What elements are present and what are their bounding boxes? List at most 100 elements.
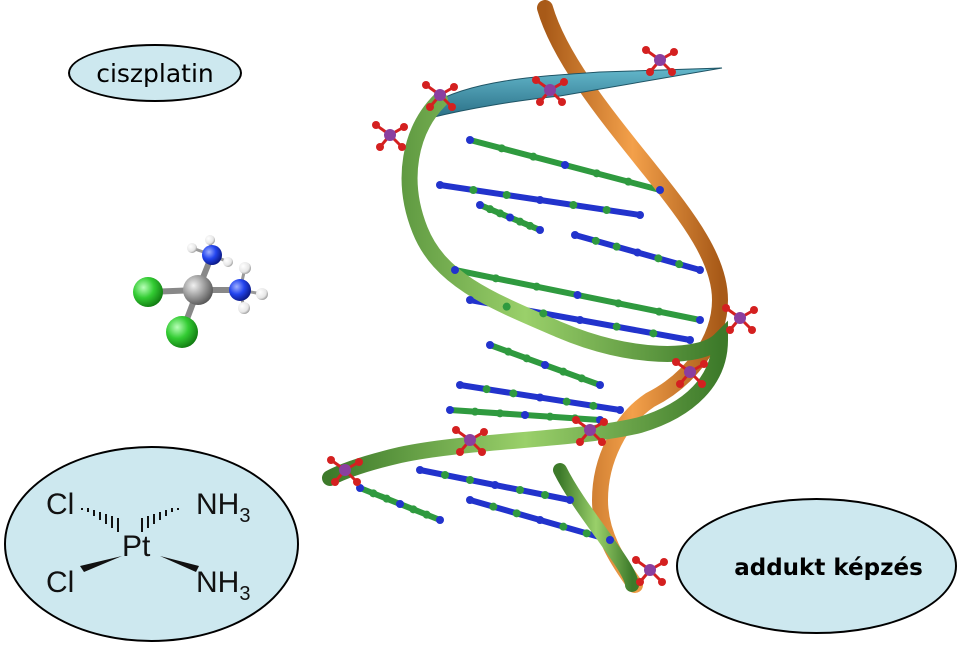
dna-oxygen-atom bbox=[422, 81, 430, 89]
dna-strand-teal bbox=[429, 67, 723, 119]
dna-atom bbox=[539, 309, 548, 318]
dna-oxygen-atom bbox=[560, 78, 568, 86]
dna-oxygen-atom bbox=[353, 478, 361, 486]
dna-oxygen-atom bbox=[576, 438, 584, 446]
dna-phosphorus-atom bbox=[339, 464, 351, 476]
dna-oxygen-atom bbox=[452, 426, 460, 434]
dna-atom bbox=[696, 266, 704, 274]
dna-oxygen-atom bbox=[750, 306, 758, 314]
dna-phosphorus-atom bbox=[384, 129, 396, 141]
dna-atom bbox=[466, 136, 474, 144]
dna-phosphorus-atom bbox=[734, 312, 746, 324]
dna-oxygen-atom bbox=[722, 304, 730, 312]
dna-atom bbox=[654, 254, 663, 263]
dna-atom bbox=[602, 206, 611, 214]
dna-strand-green-back bbox=[553, 463, 639, 592]
dna-atom bbox=[532, 282, 541, 291]
dna-atom bbox=[566, 496, 574, 504]
caption-oval: addukt képzés bbox=[676, 498, 957, 634]
dna-oxygen-atom bbox=[450, 83, 458, 91]
dna-atoms bbox=[327, 46, 758, 586]
dna-atom bbox=[486, 341, 494, 349]
dna-atom bbox=[536, 516, 544, 524]
dna-atom bbox=[482, 385, 491, 394]
dna-atom bbox=[396, 500, 404, 508]
dna-atom bbox=[496, 409, 504, 418]
dna-atom bbox=[624, 177, 633, 186]
dna-atom bbox=[486, 205, 494, 214]
dna-atom bbox=[612, 242, 621, 251]
dna-phosphorus-atom bbox=[654, 54, 666, 66]
dna-atom bbox=[649, 329, 658, 338]
dna-oxygen-atom bbox=[426, 103, 434, 111]
dna-phosphorus-atom bbox=[684, 366, 696, 378]
dna-atom bbox=[541, 491, 549, 499]
dna-oxygen-atom bbox=[536, 98, 544, 106]
dna-atom bbox=[696, 316, 704, 324]
dna-atom bbox=[466, 496, 474, 504]
dna-atom bbox=[614, 299, 623, 308]
dna-oxygen-atom bbox=[726, 326, 734, 334]
dna-atom bbox=[559, 367, 568, 376]
dna-atom bbox=[466, 296, 474, 304]
dna-oxygen-atom bbox=[646, 68, 654, 76]
dna-atom bbox=[633, 248, 642, 257]
dna-oxygen-atom bbox=[676, 380, 684, 388]
dna-atom bbox=[616, 406, 624, 414]
dna-atom bbox=[522, 354, 531, 363]
dna-atom bbox=[502, 191, 511, 199]
dna-atom bbox=[436, 181, 444, 189]
title-label: ciszplatin bbox=[96, 58, 214, 88]
dna-atom bbox=[526, 221, 534, 230]
dna-atom bbox=[571, 231, 579, 239]
dna-oxygen-atom bbox=[636, 578, 644, 586]
dna-atom bbox=[582, 529, 591, 538]
dna-oxygen-atom bbox=[478, 448, 486, 456]
dna-atom bbox=[356, 484, 364, 492]
dna-atom bbox=[576, 316, 584, 324]
dna-oxygen-atom bbox=[532, 76, 540, 84]
dna-atom bbox=[476, 201, 484, 209]
dna-atom bbox=[496, 209, 504, 218]
dna-oxygen-atom bbox=[670, 48, 678, 56]
dna-atom bbox=[592, 169, 601, 178]
dna-oxygen-atom bbox=[448, 103, 456, 111]
dna-atom bbox=[612, 322, 621, 331]
dna-atom bbox=[573, 291, 582, 299]
dna-oxygen-atom bbox=[355, 458, 363, 466]
dna-atom bbox=[491, 481, 499, 489]
dna-phosphorus-atom bbox=[434, 89, 446, 101]
dna-oxygen-atom bbox=[376, 143, 384, 151]
dna-atom bbox=[559, 522, 568, 531]
dna-atom bbox=[596, 381, 604, 389]
dna-atom bbox=[516, 217, 524, 226]
dna-atom bbox=[409, 505, 418, 514]
dna-atom bbox=[686, 336, 694, 344]
dna-strand-green bbox=[322, 92, 729, 486]
dna-oxygen-atom bbox=[572, 416, 580, 424]
dna-oxygen-atom bbox=[398, 143, 406, 151]
dna-oxygen-atom bbox=[672, 358, 680, 366]
dna-oxygen-atom bbox=[400, 123, 408, 131]
dna-atom bbox=[436, 516, 444, 524]
dna-atom bbox=[471, 407, 479, 416]
dna-atom bbox=[541, 361, 549, 369]
dna-atom bbox=[446, 406, 454, 414]
dna-atom bbox=[516, 486, 524, 494]
dna-strand-orange bbox=[537, 0, 729, 593]
dna-oxygen-atom bbox=[668, 68, 676, 76]
dna-atom bbox=[675, 260, 684, 269]
dna-oxygen-atom bbox=[456, 448, 464, 456]
dna-atom bbox=[441, 471, 449, 479]
dna-oxygen-atom bbox=[748, 326, 756, 334]
dna-atom bbox=[606, 536, 614, 544]
dna-oxygen-atom bbox=[700, 360, 708, 368]
dna-atom bbox=[561, 161, 569, 169]
dna-oxygen-atom bbox=[600, 418, 608, 426]
dna-atom bbox=[497, 144, 506, 153]
dna-atom bbox=[546, 412, 554, 421]
dna-atom bbox=[489, 502, 498, 511]
dna-phosphorus-atom bbox=[464, 434, 476, 446]
dna-oxygen-atom bbox=[598, 438, 606, 446]
